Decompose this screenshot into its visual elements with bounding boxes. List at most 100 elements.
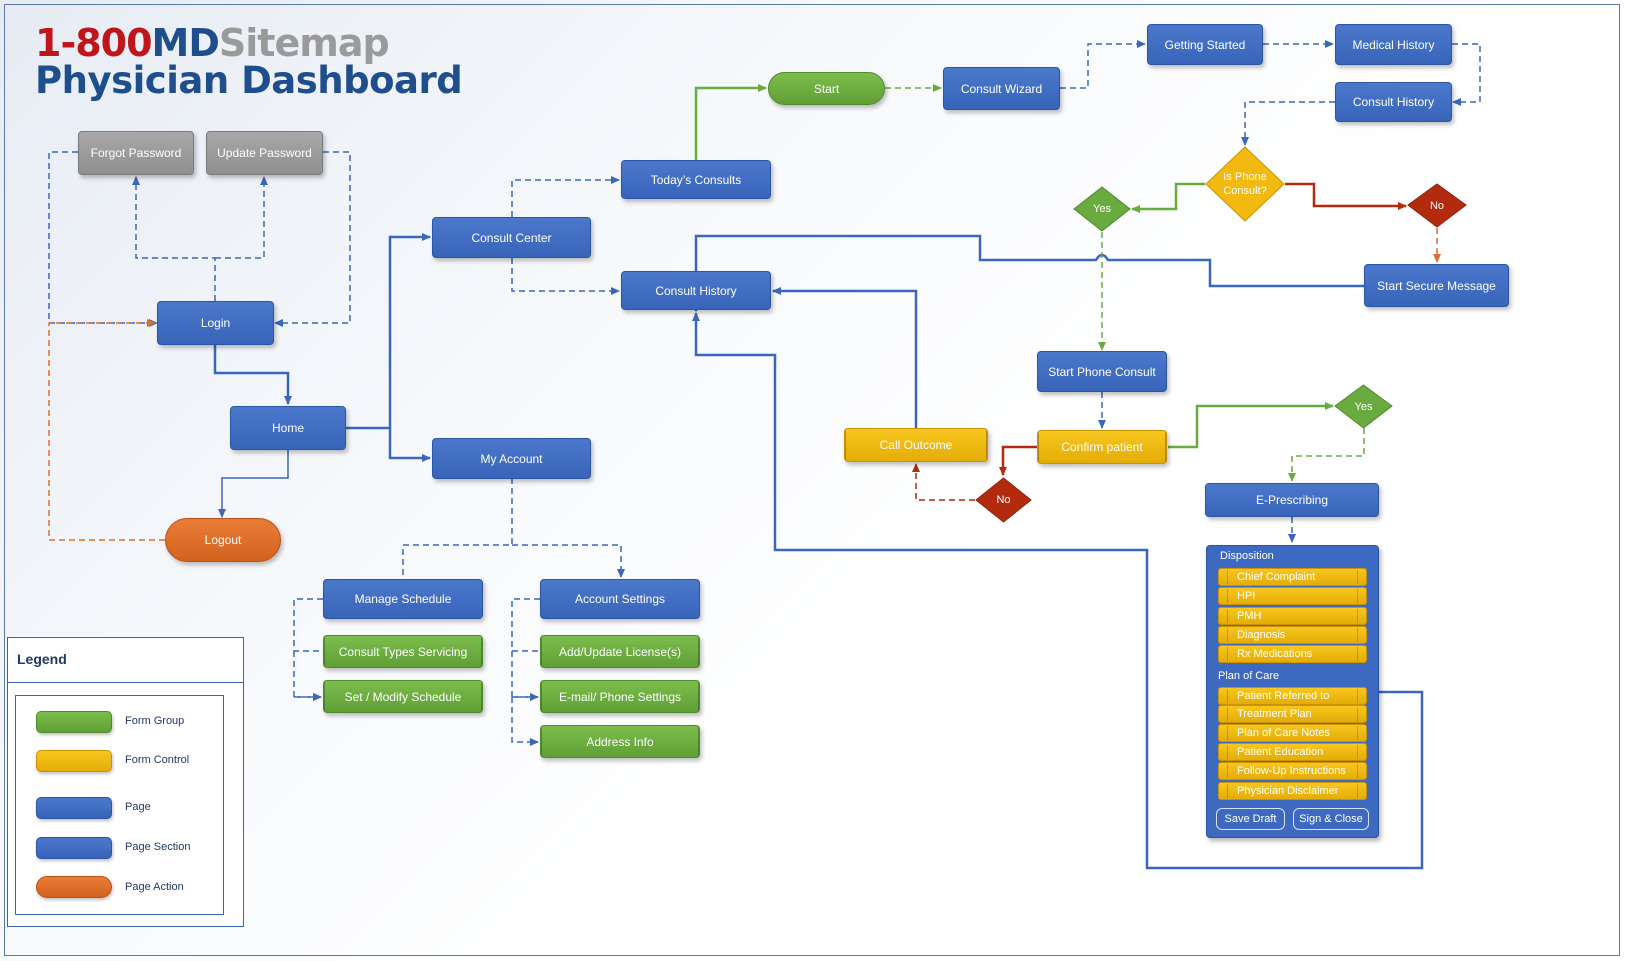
is-phone-consult-decision[interactable]: Is Phone Consult? xyxy=(1205,146,1285,222)
disposition-to-history-connector xyxy=(692,312,1424,870)
phone-no-decision[interactable]: No xyxy=(1407,183,1467,228)
page-title: 1-800MDSitemap xyxy=(35,21,390,65)
forgot-to-login-connector xyxy=(48,151,158,327)
forgot-password-node[interactable]: Forgot Password xyxy=(78,131,194,175)
chief-complaint-field[interactable]: Chief Complaint xyxy=(1218,568,1367,586)
title-brand-gray: Sitemap xyxy=(218,21,390,65)
patient-education-field[interactable]: Patient Education xyxy=(1218,743,1367,761)
schedule-children-connector xyxy=(293,598,323,697)
page-section-swatch xyxy=(36,837,112,859)
page-action-label: Page Action xyxy=(125,881,184,893)
todays-to-start-connector xyxy=(694,84,767,160)
confirm-to-yes-connector xyxy=(1168,402,1334,449)
save-draft-button[interactable]: Save Draft xyxy=(1216,808,1285,830)
wizard-history-to-decision-connector xyxy=(1241,101,1335,146)
page-label: Page xyxy=(125,801,151,813)
legend-divider xyxy=(8,682,243,683)
sign-close-button[interactable]: Sign & Close xyxy=(1293,808,1369,830)
yes-label: Yes xyxy=(1354,400,1373,413)
consult-center-to-todays-connector xyxy=(511,176,620,217)
getting-started-node[interactable]: Getting Started xyxy=(1147,24,1263,65)
login-to-update-connector xyxy=(215,176,268,259)
consult-center-node[interactable]: Consult Center xyxy=(432,217,591,258)
update-password-node[interactable]: Update Password xyxy=(206,131,323,175)
home-to-logout-connector xyxy=(218,450,289,518)
legend-title: Legend xyxy=(17,651,67,667)
start-secure-message-node[interactable]: Start Secure Message xyxy=(1364,264,1509,307)
consult-center-to-history-connector xyxy=(511,258,620,295)
pmh-field[interactable]: PMH xyxy=(1218,607,1367,625)
decision-shape xyxy=(1205,146,1285,222)
account-settings-node[interactable]: Account Settings xyxy=(540,579,700,619)
decision-shape xyxy=(975,477,1032,523)
set-modify-schedule-node[interactable]: Set / Modify Schedule xyxy=(323,680,483,713)
manage-schedule-node[interactable]: Manage Schedule xyxy=(323,579,483,619)
home-to-my-account-connector xyxy=(388,428,431,462)
yes-to-eprescribing-connector xyxy=(1288,428,1365,482)
my-account-to-subsections-connector xyxy=(402,478,621,577)
phone-yes-decision[interactable]: Yes xyxy=(1073,186,1131,232)
form-group-label: Form Group xyxy=(125,715,185,727)
call-outcome-to-history-connector xyxy=(772,287,918,428)
plan-of-care-notes-field[interactable]: Plan of Care Notes xyxy=(1218,724,1367,742)
logout-node[interactable]: Logout xyxy=(165,518,281,562)
wizard-to-getting-started-connector xyxy=(1060,40,1146,89)
update-to-login-connector xyxy=(274,151,351,327)
decision-to-no-connector xyxy=(1285,182,1407,210)
add-update-license-node[interactable]: Add/Update License(s) xyxy=(540,635,700,668)
confirm-no-decision[interactable]: No xyxy=(975,477,1032,523)
medical-history-node[interactable]: Medical History xyxy=(1335,24,1452,65)
title-brand-blue: MD xyxy=(151,21,220,65)
form-group-swatch xyxy=(36,711,112,733)
address-info-node[interactable]: Address Info xyxy=(540,725,700,758)
follow-up-instructions-field[interactable]: Follow-Up Instructions xyxy=(1218,762,1367,780)
no-label: No xyxy=(996,494,1011,506)
logout-to-login-connector xyxy=(48,319,165,541)
page-subtitle: Physician Dashboard xyxy=(35,59,463,102)
no-to-call-outcome-connector xyxy=(912,463,975,501)
treatment-plan-field[interactable]: Treatment Plan xyxy=(1218,705,1367,723)
patient-referred-field[interactable]: Patient Referred to xyxy=(1218,687,1367,705)
page-action-swatch xyxy=(36,876,112,898)
login-node[interactable]: Login xyxy=(157,301,274,345)
secure-message-to-history-connector xyxy=(692,234,1364,312)
consult-history-node[interactable]: Consult History xyxy=(621,271,771,310)
home-to-consult-center-connector xyxy=(346,233,431,430)
todays-consults-node[interactable]: Today’s Consults xyxy=(621,160,771,199)
hpi-field[interactable]: HPI xyxy=(1218,587,1367,605)
disposition-label: Disposition xyxy=(1220,550,1274,562)
start-node[interactable]: Start xyxy=(768,72,885,105)
decision-shape xyxy=(1073,186,1131,232)
call-outcome-node[interactable]: Call Outcome xyxy=(844,428,988,462)
plan-of-care-label: Plan of Care xyxy=(1218,670,1280,682)
rx-medications-field[interactable]: Rx Medications xyxy=(1218,645,1367,663)
no-label: No xyxy=(1429,199,1445,212)
yes-label: Yes xyxy=(1093,203,1111,215)
wizard-consult-history-node[interactable]: Consult History xyxy=(1335,82,1452,122)
confirm-to-no-connector xyxy=(999,445,1037,476)
confirm-patient-node[interactable]: Confirm patient xyxy=(1037,430,1167,464)
disposition-panel: Disposition Chief Complaint HPI PMH Diag… xyxy=(1206,545,1379,838)
home-node[interactable]: Home xyxy=(230,406,346,450)
e-prescribing-node[interactable]: E-Prescribing xyxy=(1205,483,1379,517)
consult-wizard-node[interactable]: Consult Wizard xyxy=(943,67,1060,110)
legend-box: Form Group Form Control Page Page Sectio… xyxy=(15,695,224,915)
email-phone-settings-node[interactable]: E-mail/ Phone Settings xyxy=(540,680,700,713)
form-control-label: Form Control xyxy=(125,754,190,766)
consult-types-servicing-node[interactable]: Consult Types Servicing xyxy=(323,635,483,668)
start-phone-consult-node[interactable]: Start Phone Consult xyxy=(1037,351,1167,392)
decision-shape xyxy=(1334,384,1393,429)
is-phone-consult-label: Is Phone Consult? xyxy=(1223,171,1267,197)
medical-to-consult-history-connector xyxy=(1452,43,1481,106)
confirm-yes-decision[interactable]: Yes xyxy=(1334,384,1393,429)
physician-disclaimer-field[interactable]: Physician Disclaimer xyxy=(1218,782,1367,800)
diagram-frame xyxy=(4,4,1620,956)
my-account-node[interactable]: My Account xyxy=(432,438,591,479)
title-brand-red: 1-800 xyxy=(35,21,153,65)
page-section-label: Page Section xyxy=(125,841,191,853)
diagnosis-field[interactable]: Diagnosis xyxy=(1218,626,1367,644)
form-control-swatch xyxy=(36,750,112,772)
page-swatch xyxy=(36,797,112,819)
settings-children-connector xyxy=(511,598,540,742)
